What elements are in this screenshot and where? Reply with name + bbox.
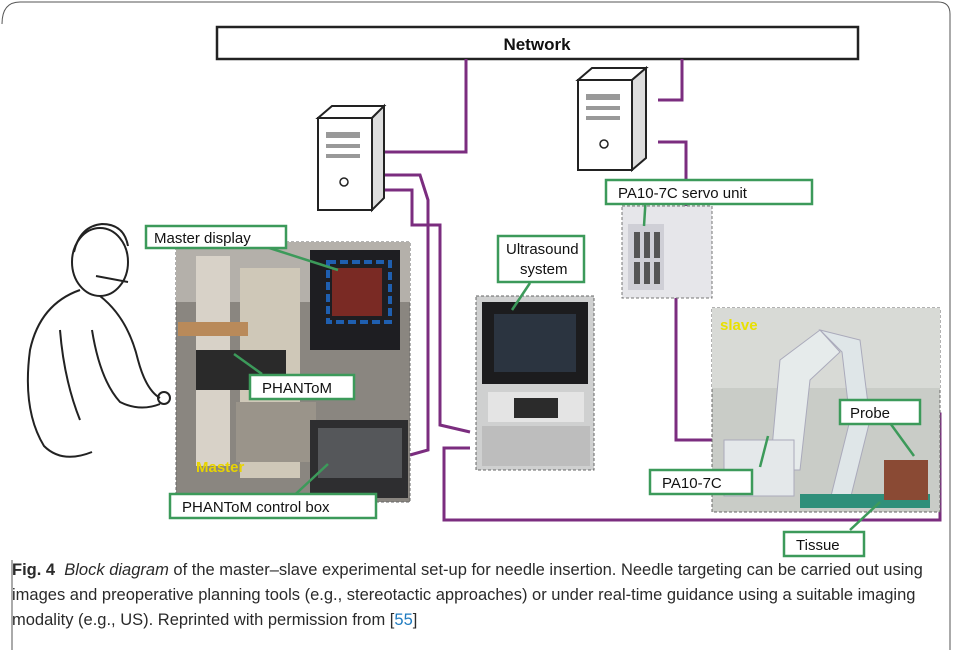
surgeon-sketch [26, 222, 171, 458]
master-station-photo: Master [175, 241, 411, 503]
caption-text: of the master–slave experimental set-up … [12, 561, 923, 629]
label-pa10-7c: PA10-7C [648, 468, 754, 496]
link-network-slave-pc [658, 59, 684, 102]
label-servo-unit: PA10-7C servo unit [604, 178, 814, 206]
slave-computer-icon [575, 65, 649, 173]
figure-frame [20, 1, 951, 650]
caption-italic: Block diagram [64, 561, 169, 579]
servo-unit-photo [621, 205, 713, 299]
master-computer-icon [315, 103, 387, 213]
link-master-pc-master [372, 173, 430, 457]
svg-text:Master display: Master display [154, 230, 251, 247]
svg-text:PHANToM control box: PHANToM control box [182, 499, 330, 516]
svg-text:PA10-7C: PA10-7C [662, 475, 722, 492]
svg-text:Ultrasound: Ultrasound [506, 241, 579, 258]
label-tissue: Tissue [782, 530, 866, 558]
ultrasound-photo [475, 295, 595, 471]
figure-number: Fig. 4 [12, 561, 56, 579]
network-label: Network [503, 35, 571, 54]
link-master-pc-us [380, 188, 471, 434]
ref-close: ] [412, 611, 418, 629]
link-servo-robot [674, 298, 718, 442]
label-phantom-control-box: PHANToM control box [168, 492, 378, 520]
label-ultrasound-system: Ultrasound system [496, 234, 586, 284]
network-bar [215, 25, 860, 61]
slave-photo-tag: slave [720, 317, 758, 334]
link-network-master-pc [380, 59, 468, 154]
svg-text:PA10-7C servo unit: PA10-7C servo unit [618, 185, 748, 202]
svg-text:Tissue: Tissue [796, 537, 840, 554]
reference-link[interactable]: 55 [394, 611, 413, 629]
label-probe: Probe [838, 398, 922, 426]
ref-open: [ [389, 611, 395, 629]
label-master-display: Master display [144, 224, 288, 250]
svg-text:Probe: Probe [850, 405, 890, 422]
master-display-highlight [326, 260, 392, 324]
master-photo-tag: Master [196, 459, 245, 476]
label-phantom: PHANToM [248, 373, 356, 401]
svg-text:system: system [520, 261, 568, 278]
svg-text:PHANToM: PHANToM [262, 380, 332, 397]
figure-frame-top-left [1, 1, 21, 25]
figure-caption: Fig. 4 Block diagram of the master–slave… [12, 558, 942, 633]
